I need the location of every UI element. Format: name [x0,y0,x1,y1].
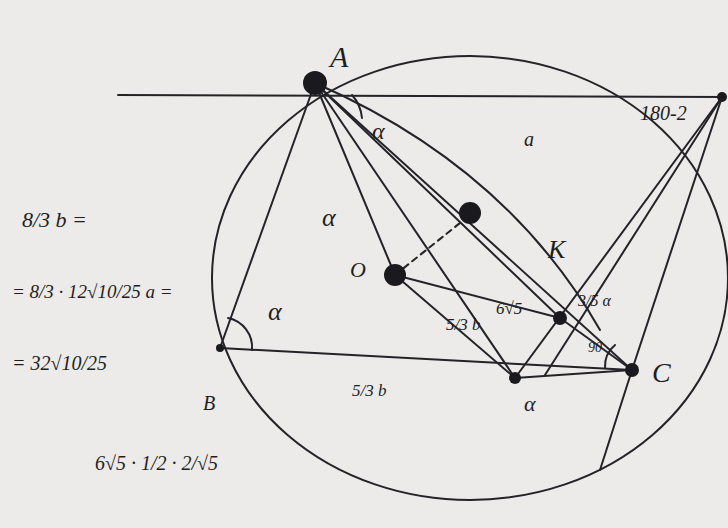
segment [220,83,315,348]
point [553,311,567,325]
handwritten-label: α [524,392,536,416]
handwritten-label: C [652,358,671,389]
segment [545,97,722,375]
handwritten-label: = 32√10/25 [12,352,107,374]
angle-mark [605,345,615,368]
segment [315,83,515,378]
circumcircle [212,56,728,500]
handwritten-label: a [524,128,534,150]
segment [395,275,560,318]
segment [515,97,722,378]
point [216,344,224,352]
handwritten-label: O [350,258,366,282]
point [459,202,481,224]
point [509,372,521,384]
arc [315,83,600,330]
point [717,92,727,102]
handwritten-label: 5/3 b [352,382,386,401]
handwritten-label: 5/3 b [446,316,480,335]
segment [315,83,395,275]
angle-mark [228,318,252,350]
point [303,71,327,95]
point [625,363,639,377]
handwritten-label: α [268,298,282,327]
point [384,264,406,286]
tangent-line [118,95,725,97]
segment [560,318,632,370]
handwritten-label: 6√5 · 1/2 · 2/√5 [95,452,218,474]
handwritten-label: α [372,118,385,144]
handwritten-label: A [330,40,348,73]
handwritten-label: α [322,204,336,233]
handwritten-label: 6√5 [496,300,522,319]
handwritten-label: K [548,236,565,265]
angle-mark [352,95,362,118]
handwritten-label: 8/3 b = [22,208,87,232]
segment [315,83,560,318]
handwritten-label: 90 [588,340,602,355]
dashed-line [395,215,470,275]
handwritten-label: 180-2 [640,102,687,124]
tangent-line [600,97,722,470]
segment [220,348,632,370]
handwritten-label: 3/5 α [578,292,611,310]
segment [515,370,632,378]
segment [315,83,632,370]
handwritten-label: = 8/3 · 12√10/25 a = [12,282,173,303]
handwritten-label: B [203,392,215,414]
